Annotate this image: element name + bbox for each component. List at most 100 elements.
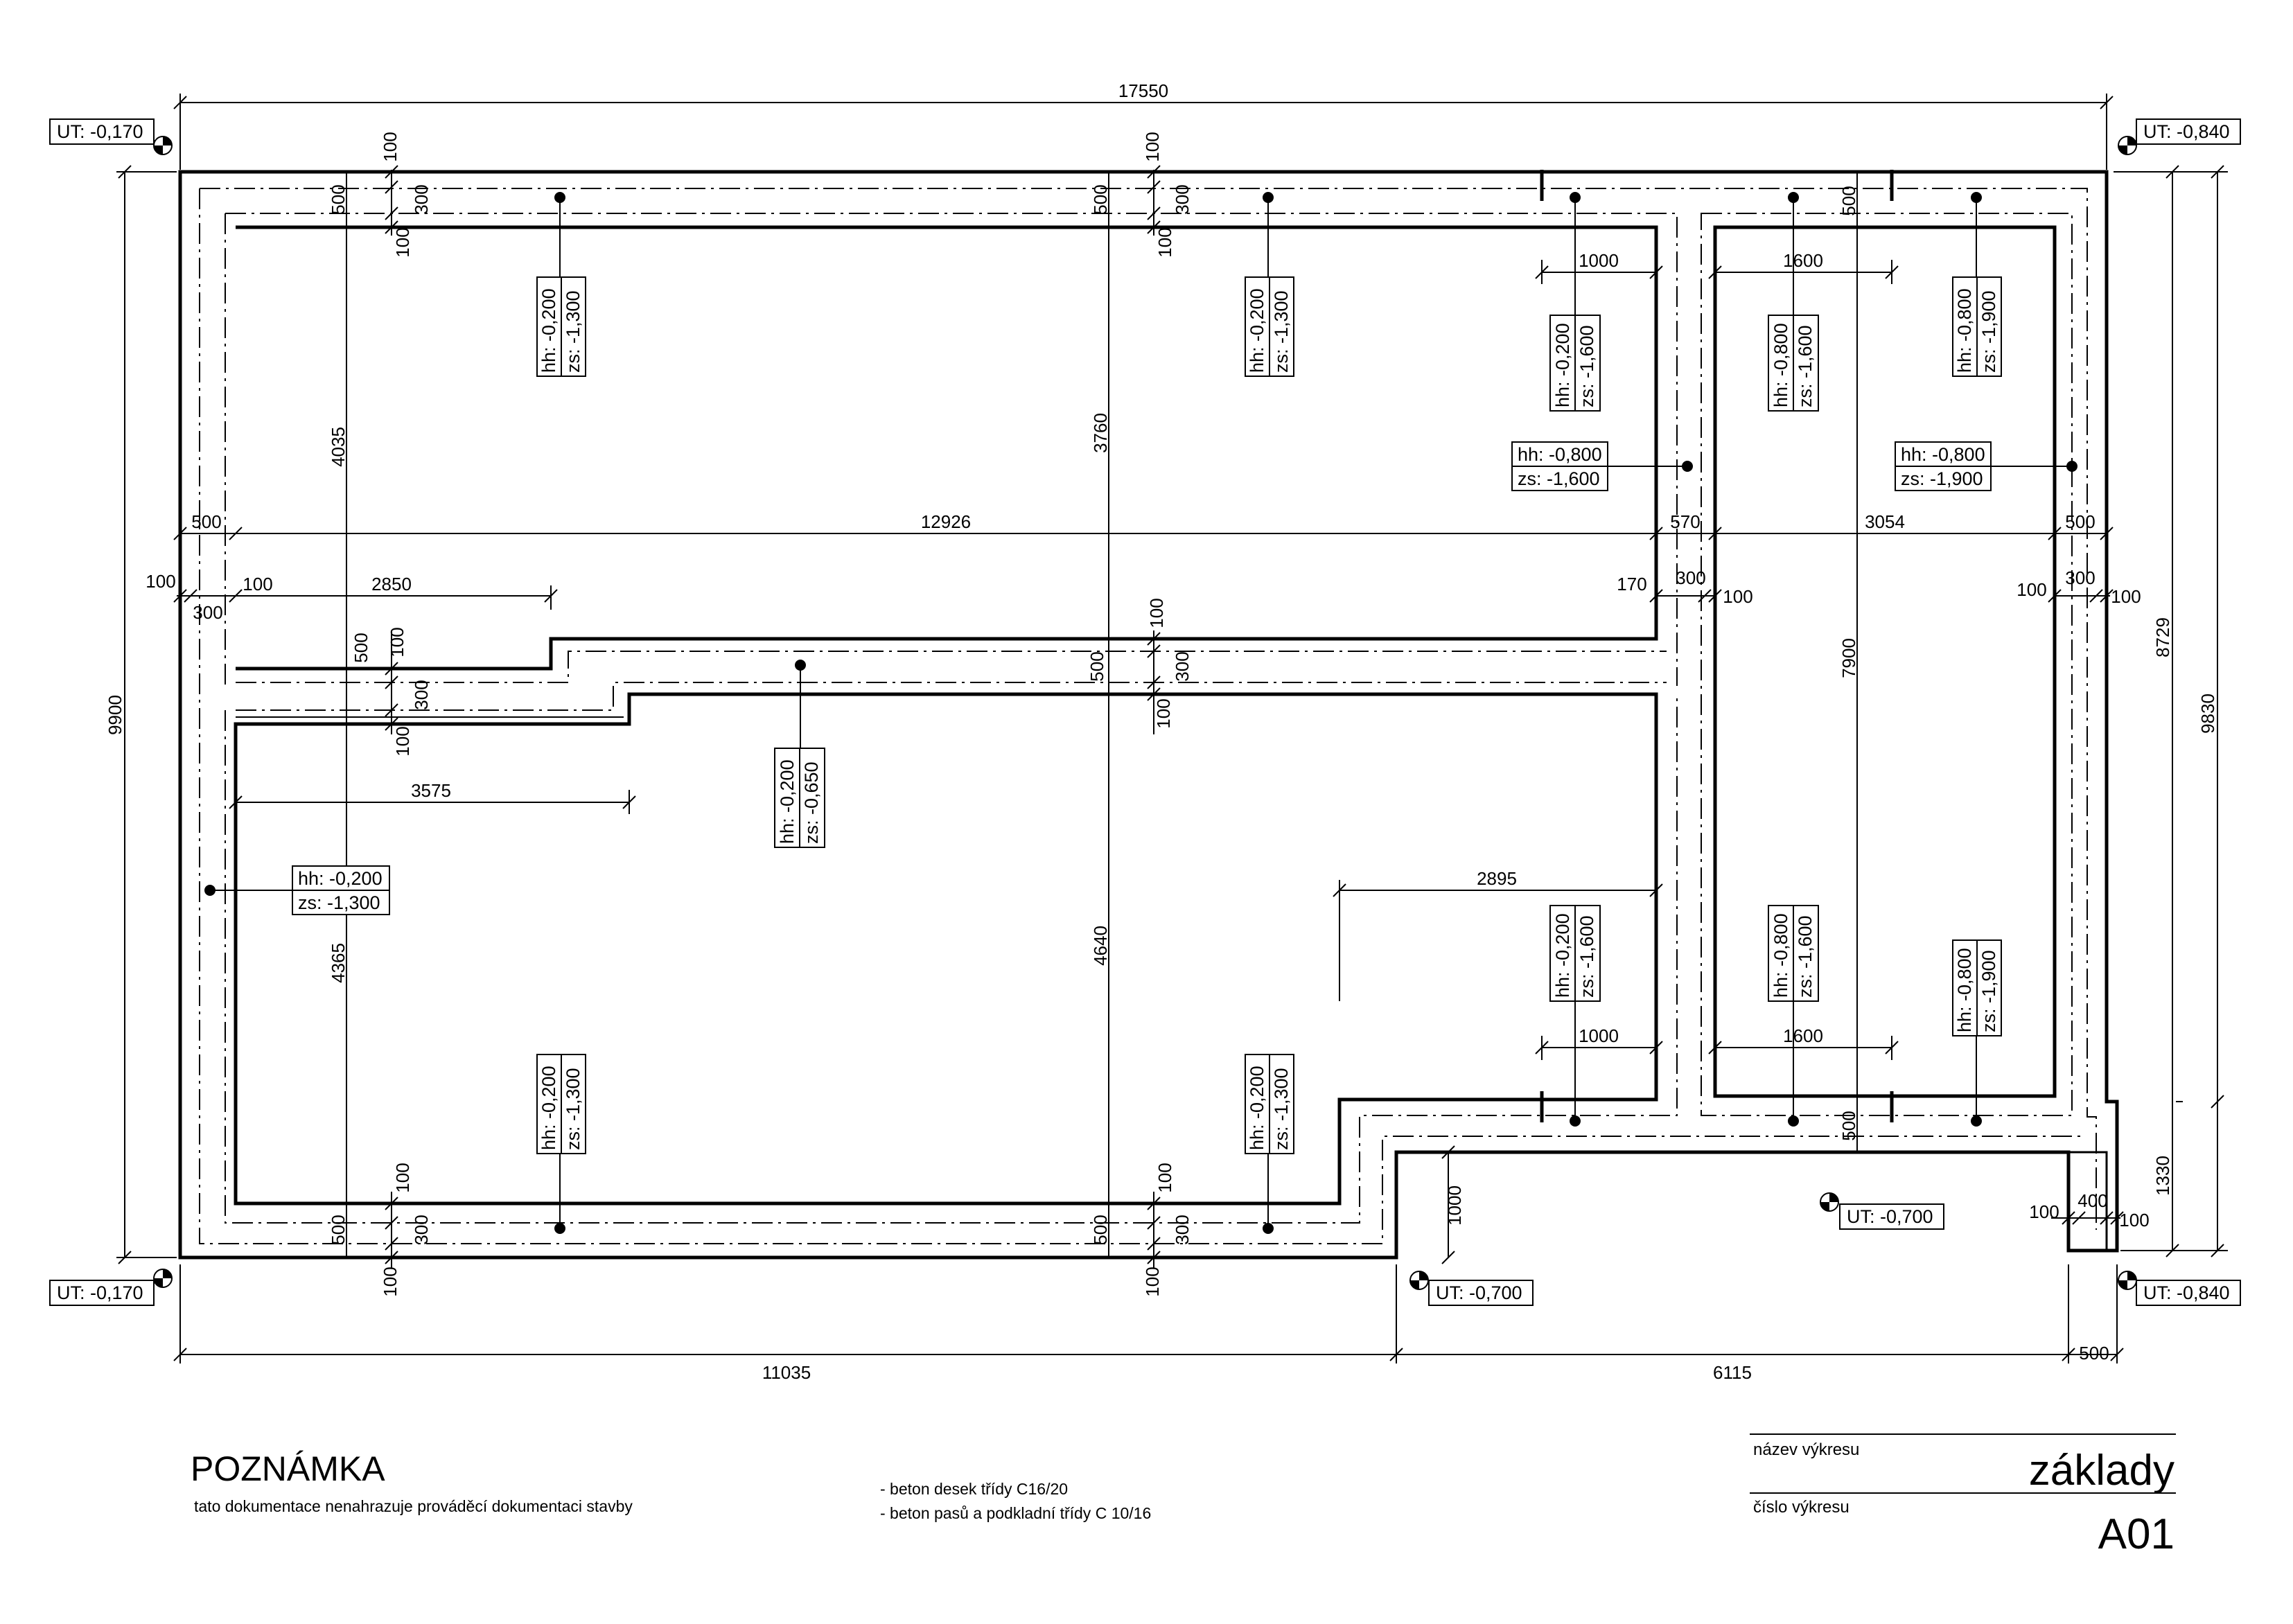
- level-markers: UT: -0,170 UT: -0,840 UT: -0,170 UT: -0,…: [49, 118, 2241, 1306]
- dim-500-bottom: 500: [2079, 1343, 2109, 1363]
- dim-100-pier: 100: [2029, 1201, 2059, 1222]
- svg-text:hh: -0,200: hh: -0,200: [538, 1066, 559, 1150]
- dim-500-left-row: 500: [191, 511, 221, 532]
- dim-500-v-ml: 500: [351, 633, 371, 662]
- svg-text:UT: -0,700: UT: -0,700: [1847, 1206, 1933, 1227]
- dim-9830: 9830: [2197, 694, 2218, 734]
- svg-text:zs: -1,300: zs: -1,300: [298, 892, 380, 913]
- tag-h-right-1: hh: -0,800 zs: -1,600: [1511, 441, 1693, 491]
- svg-text:hh: -0,800: hh: -0,800: [1901, 444, 1985, 465]
- ut-marker-inner: UT: -0,700: [1820, 1192, 1944, 1230]
- tag-upper-left: hh: -0,200 zs: -1,300: [536, 192, 586, 377]
- svg-text:hh: -0,800: hh: -0,800: [1771, 913, 1791, 998]
- tag-upper-col4: hh: -0,800 zs: -1,600: [1768, 192, 1819, 412]
- svg-text:UT: -0,840: UT: -0,840: [2143, 121, 2230, 142]
- elevation-tags-horizontal: hh: -0,800 zs: -1,600 hh: -0,800 zs: -1,…: [204, 441, 2077, 915]
- svg-text:zs: -1,600: zs: -1,600: [1576, 325, 1597, 407]
- tag-lower-mid: hh: -0,200 zs: -1,300: [1245, 1054, 1294, 1234]
- dim-11035: 11035: [762, 1362, 811, 1383]
- svg-text:hh: -0,200: hh: -0,200: [1552, 913, 1573, 998]
- dim-500-v-tr: 500: [1838, 186, 1859, 215]
- dim-400-pier: 400: [2077, 1190, 2107, 1211]
- svg-text:hh: -0,800: hh: -0,800: [1954, 288, 1975, 373]
- note-text: tato dokumentace nenahrazuje prováděcí d…: [194, 1497, 633, 1515]
- svg-text:UT: -0,700: UT: -0,700: [1436, 1282, 1522, 1303]
- dimension-lines: [116, 94, 2228, 1363]
- svg-text:zs: -1,300: zs: -1,300: [563, 290, 583, 373]
- foundation-centerlines: [199, 188, 2097, 1244]
- dim-100-v-tm2: 100: [1154, 227, 1175, 257]
- ut-marker-bottom-middle: UT: -0,700: [1409, 1271, 1534, 1306]
- dim-8729: 8729: [2152, 617, 2173, 657]
- svg-text:hh: -0,200: hh: -0,200: [1247, 288, 1267, 373]
- room-right-outline: [1713, 225, 2057, 1098]
- dim-100-r: 100: [2017, 579, 2046, 600]
- dim-2895: 2895: [1477, 868, 1517, 889]
- dim-500-v-br: 500: [1838, 1111, 1859, 1140]
- svg-text:zs: -1,300: zs: -1,300: [1271, 1068, 1292, 1150]
- room-lower-left-outline: [234, 692, 1658, 1206]
- title-block: název výkresu základy číslo výkresu A01: [1750, 1433, 2176, 1558]
- dim-300-r: 300: [2065, 567, 2095, 588]
- tag-upper-col3: hh: -0,200 zs: -1,600: [1549, 192, 1601, 412]
- dim-100-v-mm: 100: [1146, 598, 1167, 628]
- note-heading: POZNÁMKA: [191, 1449, 385, 1488]
- dim-1000-vertical: 1000: [1444, 1185, 1465, 1226]
- ut-marker-top-right: UT: -0,840: [2118, 118, 2241, 155]
- dim-9900: 9900: [105, 695, 125, 735]
- dim-3575: 3575: [411, 780, 451, 801]
- dim-1600-top: 1600: [1783, 250, 1823, 271]
- svg-text:zs: -1,300: zs: -1,300: [1271, 290, 1292, 373]
- dim-4365: 4365: [328, 943, 349, 983]
- elevation-tags: hh: -0,200 zs: -1,300 hh: -0,200 zs: -1,…: [536, 192, 2002, 1234]
- ut-marker-bottom-right: UT: -0,840: [2118, 1271, 2241, 1306]
- dim-500-v-bl: 500: [328, 1215, 349, 1244]
- dim-100-pier2: 100: [2119, 1210, 2149, 1230]
- dim-7900: 7900: [1838, 638, 1859, 678]
- dim-100-v-bl: 100: [392, 1163, 413, 1192]
- ut-marker-bottom-left: UT: -0,170: [49, 1269, 173, 1306]
- drawing-number: A01: [2098, 1510, 2175, 1558]
- dim-4035: 4035: [328, 427, 349, 467]
- tag-lower-left: hh: -0,200 zs: -1,300: [536, 1054, 586, 1234]
- svg-text:zs: -1,600: zs: -1,600: [1795, 915, 1816, 998]
- tag-h-left: hh: -0,200 zs: -1,300: [204, 865, 390, 915]
- dim-4640: 4640: [1090, 926, 1111, 966]
- tag-upper-mid: hh: -0,200 zs: -1,300: [1245, 192, 1294, 377]
- svg-text:hh: -0,200: hh: -0,200: [538, 288, 559, 373]
- dim-500-v-tl: 500: [328, 184, 349, 214]
- svg-text:hh: -0,200: hh: -0,200: [298, 868, 383, 889]
- dim-1330: 1330: [2152, 1156, 2173, 1196]
- svg-text:hh: -0,200: hh: -0,200: [777, 759, 798, 844]
- svg-text:UT: -0,170: UT: -0,170: [57, 121, 143, 142]
- dim-2850: 2850: [371, 574, 412, 594]
- svg-text:zs: -1,300: zs: -1,300: [563, 1068, 583, 1150]
- svg-text:UT: -0,840: UT: -0,840: [2143, 1282, 2230, 1303]
- dim-300-v-tl: 300: [411, 184, 432, 214]
- svg-text:zs: -1,900: zs: -1,900: [1978, 290, 1999, 373]
- dim-500-v-mm: 500: [1087, 651, 1107, 681]
- dim-100-left: 100: [146, 571, 175, 592]
- dim-100-v-bl2: 100: [380, 1266, 401, 1296]
- dim-1600-bottom: 1600: [1783, 1025, 1823, 1046]
- dim-100-a: 100: [243, 574, 272, 594]
- dim-170: 170: [1617, 574, 1646, 594]
- svg-text:UT: -0,170: UT: -0,170: [57, 1282, 143, 1303]
- svg-text:hh: -0,800: hh: -0,800: [1771, 323, 1791, 407]
- dim-3054: 3054: [1865, 511, 1905, 532]
- dim-1000-top: 1000: [1579, 250, 1619, 271]
- svg-text:hh: -0,200: hh: -0,200: [1552, 323, 1573, 407]
- svg-text:zs: -1,600: zs: -1,600: [1576, 915, 1597, 998]
- svg-text:zs: -1,600: zs: -1,600: [1518, 468, 1600, 489]
- svg-text:hh: -0,800: hh: -0,800: [1954, 948, 1975, 1032]
- ut-marker-top-left: UT: -0,170: [49, 118, 173, 155]
- foundation-outline-outer: [178, 170, 2119, 1260]
- cut-marks: [1540, 170, 1894, 1122]
- note-beton-1: - beton desek třídy C16/20: [880, 1480, 1068, 1498]
- note-beton-2: - beton pasů a podkladní třídy C 10/16: [880, 1504, 1151, 1522]
- dim-1000-bottom: 1000: [1579, 1025, 1619, 1046]
- dim-570: 570: [1670, 511, 1700, 532]
- dim-100-v-tl: 100: [380, 132, 401, 161]
- dim-500-v-tm: 500: [1090, 184, 1111, 214]
